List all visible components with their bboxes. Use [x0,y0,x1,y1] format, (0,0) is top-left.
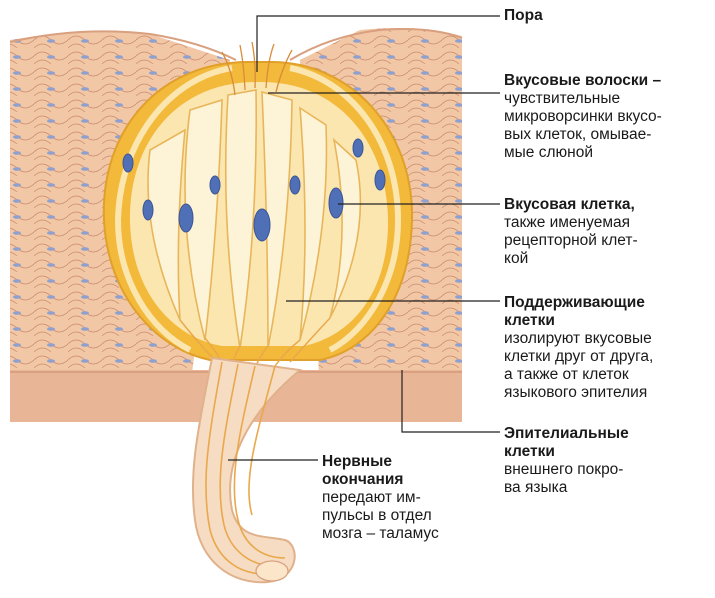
taste-bud [102,41,414,369]
epithelial-title-2: клетки [504,443,555,460]
cell-nuclei [122,138,386,242]
taste-hairs-line-1: чувствительные [504,90,621,107]
label-taste-cell: Вкусовая клетка, также именуемая рецепто… [504,196,638,268]
label-taste-hairs: Вкусовые волоски – чувствительные микров… [504,72,662,162]
pore-title: Пора [504,7,543,24]
label-supporting-cells: Поддерживающие клетки изолируют вкусовые… [504,294,653,402]
taste-cell-line-1: также именуемая [504,214,630,231]
epithelial-title-1: Эпителиальные [504,425,629,442]
taste-hairs-line-4: мые слюной [504,144,593,161]
label-epithelial-cells: Эпителиальные клетки внешнего покро- ва … [504,425,629,497]
supporting-line-4: языкового эпителия [504,384,648,401]
nerve-bundle [191,356,303,584]
taste-hairs-line-3: вых клеток, омывае- [504,126,652,143]
taste-hairs-title: Вкусовые волоски – [504,72,662,89]
nerve-line-3: мозга – таламус [322,525,439,542]
supporting-line-2: клетки друг от друга, [504,348,654,365]
taste-hairs-line-2: микроворсинки вкусо- [504,108,662,125]
label-pore: Пора [504,7,543,25]
taste-cell-line-2: рецепторной клет- [504,232,638,249]
leader-lines [228,15,500,461]
taste-hairs [221,41,293,96]
label-nerve-endings: Нервные окончания передают им- пульсы в … [322,453,439,543]
epithelial-line-2: ва языка [504,479,568,496]
epithelial-line-1: внешнего покро- [504,461,624,478]
taste-cell-line-3: кой [504,250,529,267]
nerve-title-2: окончания [322,471,404,488]
taste-cell-title: Вкусовая клетка, [504,196,635,213]
supporting-line-1: изолируют вкусовые [504,330,652,347]
supporting-title-2: клетки [504,312,555,329]
nerve-line-1: передают им- [322,489,421,506]
supporting-title-1: Поддерживающие [504,294,645,311]
leader-epithelial [401,370,500,433]
supporting-line-3: а также от клеток [504,366,629,383]
nerve-title-1: Нервные [322,453,393,470]
nerve-line-2: пульсы в отдел [322,507,432,524]
leader-pore [256,15,500,72]
